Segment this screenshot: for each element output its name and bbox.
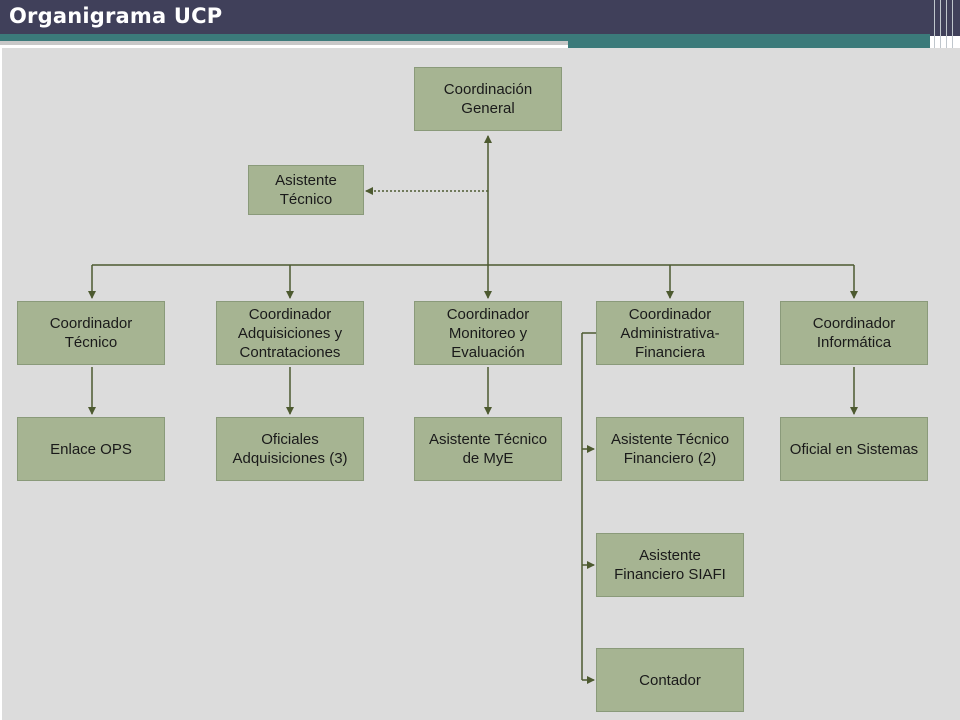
org-box-enlace-ops: Enlace OPS: [17, 417, 165, 481]
org-box-contador: Contador: [596, 648, 744, 712]
org-box-asistente-tecnico: Asistente Técnico: [248, 165, 364, 215]
org-box-asistente-mye: Asistente Técnico de MyE: [414, 417, 562, 481]
org-box-oficial-sistemas: Oficial en Sistemas: [780, 417, 928, 481]
diagram-canvas: [2, 48, 960, 720]
org-box-asistente-financiero: Asistente Técnico Financiero (2): [596, 417, 744, 481]
page-title: Organigrama UCP: [9, 4, 223, 28]
org-box-oficiales-adquisiciones: Oficiales Adquisiciones (3): [216, 417, 364, 481]
org-box-coordinador-informatica: Coordinador Informática: [780, 301, 928, 365]
decorative-line: [934, 0, 935, 48]
title-bar: Organigrama UCP: [0, 0, 960, 36]
decorative-line: [946, 0, 947, 48]
divider-stripe: [0, 41, 568, 45]
accent-stripe: [0, 34, 930, 41]
org-box-coordinador-tecnico: Coordinador Técnico: [17, 301, 165, 365]
org-box-coordinador-monitoreo: Coordinador Monitoreo y Evaluación: [414, 301, 562, 365]
accent-stripe-right: [568, 41, 930, 48]
org-box-coordinador-administrativa: Coordinador Administrativa- Financiera: [596, 301, 744, 365]
org-box-asistente-siafi: Asistente Financiero SIAFI: [596, 533, 744, 597]
org-box-coordinador-adquisiciones: Coordinador Adquisiciones y Contratacion…: [216, 301, 364, 365]
org-box-coordinacion-general: Coordinación General: [414, 67, 562, 131]
decorative-line: [940, 0, 941, 48]
decorative-line: [952, 0, 953, 48]
